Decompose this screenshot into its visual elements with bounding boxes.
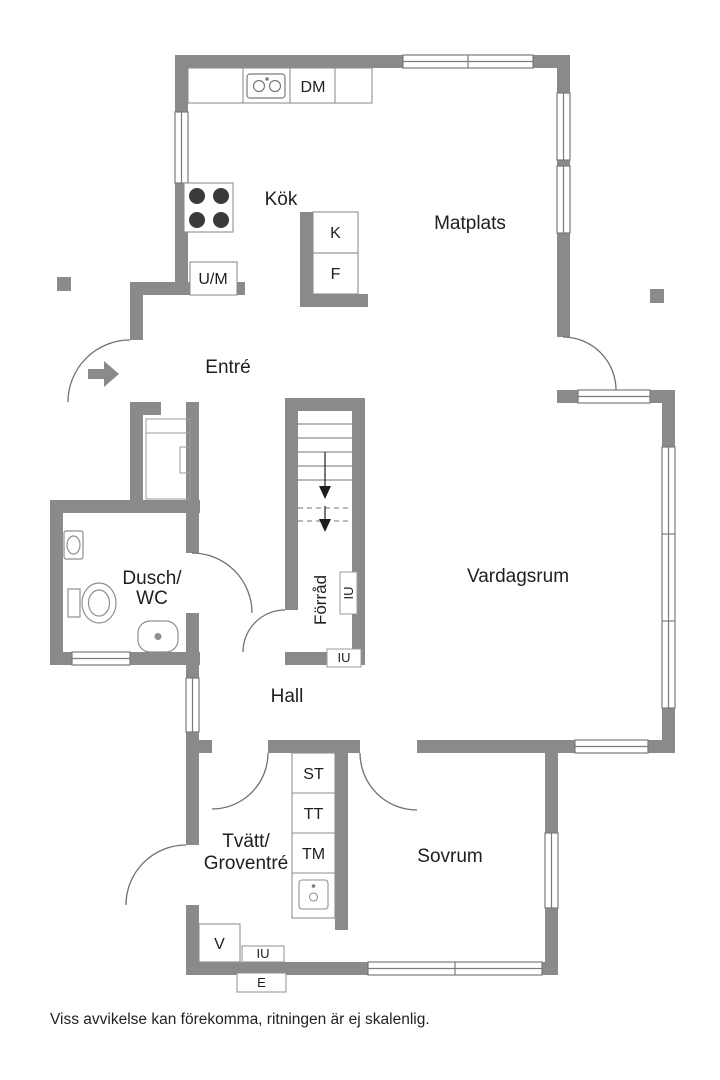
label-freezer: F — [331, 266, 341, 283]
window-matplats-right-1 — [556, 92, 571, 161]
label-iu-stair-vertical: IU — [341, 587, 356, 600]
room-label-hall: Hall — [271, 686, 304, 707]
wc-fixtures — [63, 530, 179, 653]
door-arc-tvatt — [211, 752, 269, 810]
window-sovrum-right — [544, 832, 559, 909]
water-heater-box — [198, 923, 241, 963]
room-label-wc: WC — [136, 588, 168, 609]
toilet-tank — [67, 588, 81, 618]
door-arc-balcony — [562, 336, 617, 391]
label-st: ST — [303, 766, 324, 783]
laundry-column — [291, 752, 336, 919]
label-fridge: K — [330, 225, 341, 242]
door-arc-wc — [191, 552, 253, 614]
electrical-box — [236, 972, 287, 993]
label-iu-laundry: IU — [257, 946, 270, 961]
fridge-box — [312, 211, 359, 254]
label-oven-micro: U/M — [198, 271, 227, 288]
pillar-right — [650, 289, 664, 303]
stairs — [298, 423, 352, 532]
oven-micro-box — [189, 261, 238, 296]
window-vardagsrum-right — [661, 446, 676, 709]
label-tt: TT — [304, 806, 324, 823]
windows — [71, 54, 676, 976]
window-matplats-right-2 — [556, 165, 571, 234]
room-label-forrad: Förråd — [311, 575, 330, 625]
door-arcs — [67, 336, 617, 906]
iu-stair-bottom-box — [326, 648, 362, 668]
room-label-tvatt: Tvätt/ — [222, 831, 270, 852]
iu-stair-box — [339, 571, 358, 615]
window-hall-left — [185, 677, 200, 733]
label-tm: TM — [302, 846, 325, 863]
door-arc-forrad — [242, 609, 286, 653]
hall-closet — [145, 418, 191, 500]
window-vardagsrum-bottom — [574, 739, 649, 754]
window-vardagsrum-top — [577, 389, 651, 404]
door-arc-groventre — [125, 844, 187, 906]
laundry-sink-icon — [298, 879, 329, 910]
room-label-kok: Kök — [265, 189, 298, 210]
door-openings — [130, 340, 417, 905]
door-arc-entrance — [67, 339, 131, 403]
room-label-entre: Entré — [205, 357, 250, 378]
iu-laundry-box — [241, 945, 285, 963]
door-arc-sovrum — [359, 752, 418, 811]
window-wc-bottom — [71, 651, 131, 666]
label-iu-stair-bottom: IU — [338, 650, 351, 665]
stove-icon — [183, 182, 234, 233]
room-label-dusch: Dusch/ — [122, 568, 182, 589]
kitchen-sink-icon — [246, 73, 286, 99]
room-label-vardagsrum: Vardagsrum — [467, 566, 569, 587]
window-kitchen-left — [174, 111, 189, 184]
label-water-heater: V — [214, 936, 225, 953]
entrance-arrow-icon — [88, 361, 119, 387]
window-sovrum-bottom — [367, 961, 543, 976]
room-label-matplats: Matplats — [434, 213, 506, 234]
stairs-down-arrow — [319, 486, 331, 499]
pillar-left — [57, 277, 71, 291]
stairs-down-arrow-2 — [319, 519, 331, 532]
label-electrical: E — [257, 975, 266, 990]
freezer-box — [312, 252, 359, 295]
window-top-matplats — [402, 54, 534, 69]
room-label-groventre: Groventré — [204, 853, 288, 874]
disclaimer-text: Viss avvikelse kan förekomma, ritningen … — [50, 1011, 430, 1028]
label-dishwasher: DM — [301, 79, 326, 96]
room-label-sovrum: Sovrum — [417, 846, 482, 867]
